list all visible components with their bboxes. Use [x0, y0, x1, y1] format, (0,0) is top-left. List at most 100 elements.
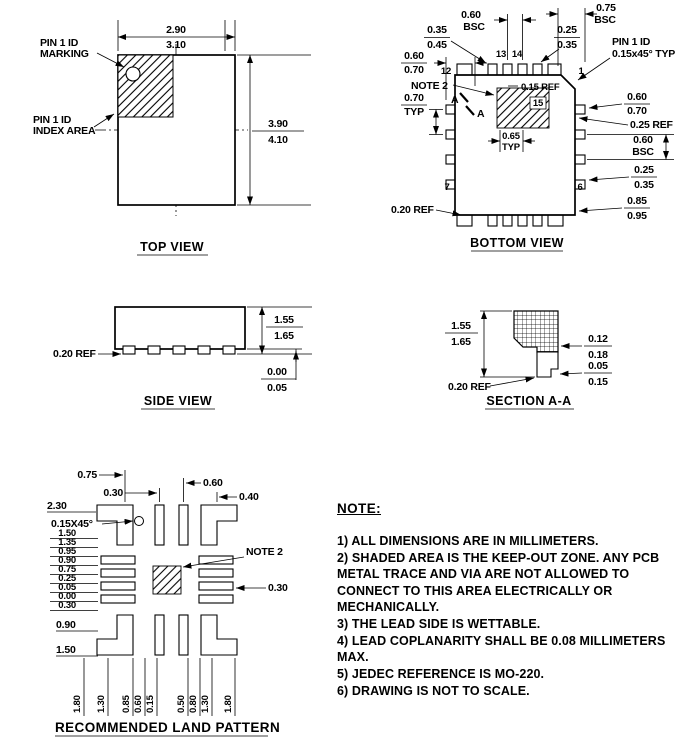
pin-1-label: 1	[578, 66, 584, 77]
lp-left-stack-1: 1.35	[58, 537, 77, 548]
section-body-hatch	[513, 310, 559, 353]
edge-ref-label: 0.25 REF	[630, 119, 674, 131]
pin1-id-label-1: PIN 1 ID	[612, 36, 651, 48]
top-height-min-label: 3.90	[268, 118, 288, 130]
top-view-title: TOP VIEW	[140, 240, 204, 254]
bottom-view-title: BOTTOM VIEW	[470, 236, 564, 250]
lp-note2-ref: NOTE 2	[246, 546, 283, 558]
lead-width3-min: 0.25	[634, 164, 654, 176]
note2-ref-label: NOTE 2	[411, 80, 448, 92]
corner-dim-unit: BSC	[594, 14, 616, 26]
bottom-view-dimension-lines	[401, 8, 674, 217]
bottom-ref-label: 0.20 REF	[391, 204, 435, 216]
lp-dim-075: 0.75	[77, 469, 97, 481]
note-item-1: 1) ALL DIMENSIONS ARE IN MILLIMETERS.	[337, 533, 599, 548]
pin1-id-label-2: 0.15x45° TYP	[612, 48, 675, 60]
top-width-min-label: 2.90	[166, 24, 186, 36]
lp-bottom-stack-2: 0.85	[121, 694, 132, 713]
lp-dim-030-top: 0.30	[103, 487, 123, 499]
lp-dim-150: 1.50	[56, 644, 76, 656]
lp-bottom-stack-4: 0.15	[145, 694, 156, 713]
lp-left-stack-4: 0.75	[58, 564, 77, 575]
section-height-min: 1.55	[451, 320, 471, 332]
pin-13-label: 13	[496, 49, 506, 60]
pad-edge-max: 0.95	[627, 210, 647, 222]
pin-6-label: 6	[577, 182, 582, 193]
pin1-index-hatch	[117, 54, 174, 118]
section-aa-title: SECTION A-A	[486, 394, 571, 408]
lead-width2-max: 0.35	[557, 39, 577, 51]
lp-left-stack-8: 0.30	[58, 600, 76, 611]
lp-bottom-stack-3: 0.60	[133, 695, 144, 713]
lp-left-stack-0: 1.50	[58, 528, 76, 539]
step-min: 0.05	[588, 360, 608, 372]
lp-dim-040: 0.40	[239, 491, 259, 503]
pitch-right-unit: BSC	[632, 146, 654, 158]
pin-14-label: 14	[512, 49, 523, 60]
note-item-5: 5) JEDEC REFERENCE IS MO-220.	[337, 666, 545, 681]
pin1-marking-label-1: PIN 1 ID	[40, 37, 79, 49]
standoff-max: 0.05	[267, 382, 287, 394]
pin-15-label: 15	[533, 98, 544, 109]
lp-left-stack-2: 0.95	[58, 546, 77, 557]
top-width-max-label: 3.10	[166, 39, 186, 51]
lead-width2-min: 0.25	[557, 24, 577, 36]
lp-left-stack-6: 0.05	[58, 582, 77, 593]
lp-bottom-stack-1: 1.30	[96, 695, 107, 713]
land-pattern-dimension-lines	[47, 470, 266, 716]
side-view: 1.55 1.65 0.20 REF 0.00 0.05 SIDE VIEW	[53, 306, 312, 410]
land-pin1-marking-circle	[134, 516, 144, 526]
pitch-left-unit: TYP	[404, 106, 424, 118]
lp-dim-230: 2.30	[47, 500, 67, 512]
side-view-leads	[122, 345, 236, 355]
lp-bottom-stack-0: 1.80	[72, 695, 83, 713]
lp-bottom-stack-5: 0.50	[176, 695, 187, 713]
epad-pitch-label: 0.65	[502, 131, 521, 142]
side-height-max: 1.65	[274, 330, 294, 342]
section-height-max: 1.65	[451, 336, 471, 348]
lp-bottom-stack-8: 1.80	[223, 695, 234, 713]
flank-min: 0.12	[588, 333, 608, 345]
lead-width-min: 0.35	[427, 24, 447, 36]
lp-bottom-stack-6: 0.80	[188, 695, 199, 713]
corner-dim-label: 0.75	[596, 2, 616, 14]
side-height-min: 1.55	[274, 314, 294, 326]
top-view-dimension-lines	[93, 20, 311, 206]
pin1-marking-label-2: MARKING	[40, 48, 89, 60]
notes-section: NOTE: 1) ALL DIMENSIONS ARE IN MILLIMETE…	[337, 500, 682, 699]
side-body-outline	[114, 306, 246, 350]
step-max: 0.15	[588, 376, 608, 388]
pitch-right-label: 0.60	[633, 134, 653, 146]
note-item-6: 6) DRAWING IS NOT TO SCALE.	[337, 683, 530, 698]
side-lead-ref: 0.20 REF	[53, 348, 97, 360]
lead-len-right-max: 0.70	[627, 105, 647, 117]
section-dimension-lines	[445, 310, 612, 387]
epad-pitch-unit: TYP	[502, 142, 521, 153]
pitch-left-label: 0.70	[404, 92, 424, 104]
lp-left-stack-5: 0.25	[58, 573, 77, 584]
lead-len-left-max: 0.70	[404, 64, 424, 76]
lead-width-max: 0.45	[427, 39, 447, 51]
pin1-index-label-2: INDEX AREA	[33, 125, 96, 137]
lp-dim-030-right: 0.30	[268, 582, 288, 594]
section-a-label-2: A	[477, 108, 485, 120]
lp-left-stack-7: 0.00	[58, 591, 76, 602]
lp-chamfer-label: 0.15X45°	[51, 518, 93, 530]
pitch-top-unit: BSC	[463, 21, 485, 33]
chamfer-ref-label: 0.15 REF	[521, 82, 560, 93]
standoff-min: 0.00	[267, 366, 287, 378]
lp-left-stack-3: 0.90	[58, 555, 76, 566]
lp-dim-090: 0.90	[56, 619, 76, 631]
side-view-dimension-lines	[98, 306, 312, 380]
lead-len-left-min: 0.60	[404, 50, 424, 62]
lead-len-right-min: 0.60	[627, 91, 647, 103]
land-pattern-title: RECOMMENDED LAND PATTERN	[55, 720, 280, 735]
bottom-view: 0.60 BSC 0.75 BSC 0.35 0.45 0.25 0.35 PI…	[391, 2, 675, 252]
land-pattern: 0.75 0.30 0.60 0.40 2.30 0.15X45° 1.50 1…	[47, 469, 288, 737]
section-cut-marks	[459, 92, 475, 116]
pin-7-label: 7	[444, 182, 449, 193]
note-item-2: 2) SHADED AREA IS THE KEEP-OUT ZONE. ANY…	[337, 550, 660, 615]
section-aa: 1.55 1.65 0.12 0.18 0.05 0.15 0.20 REF S…	[445, 310, 612, 410]
note-item-3: 3) THE LEAD SIDE IS WETTABLE.	[337, 617, 541, 632]
